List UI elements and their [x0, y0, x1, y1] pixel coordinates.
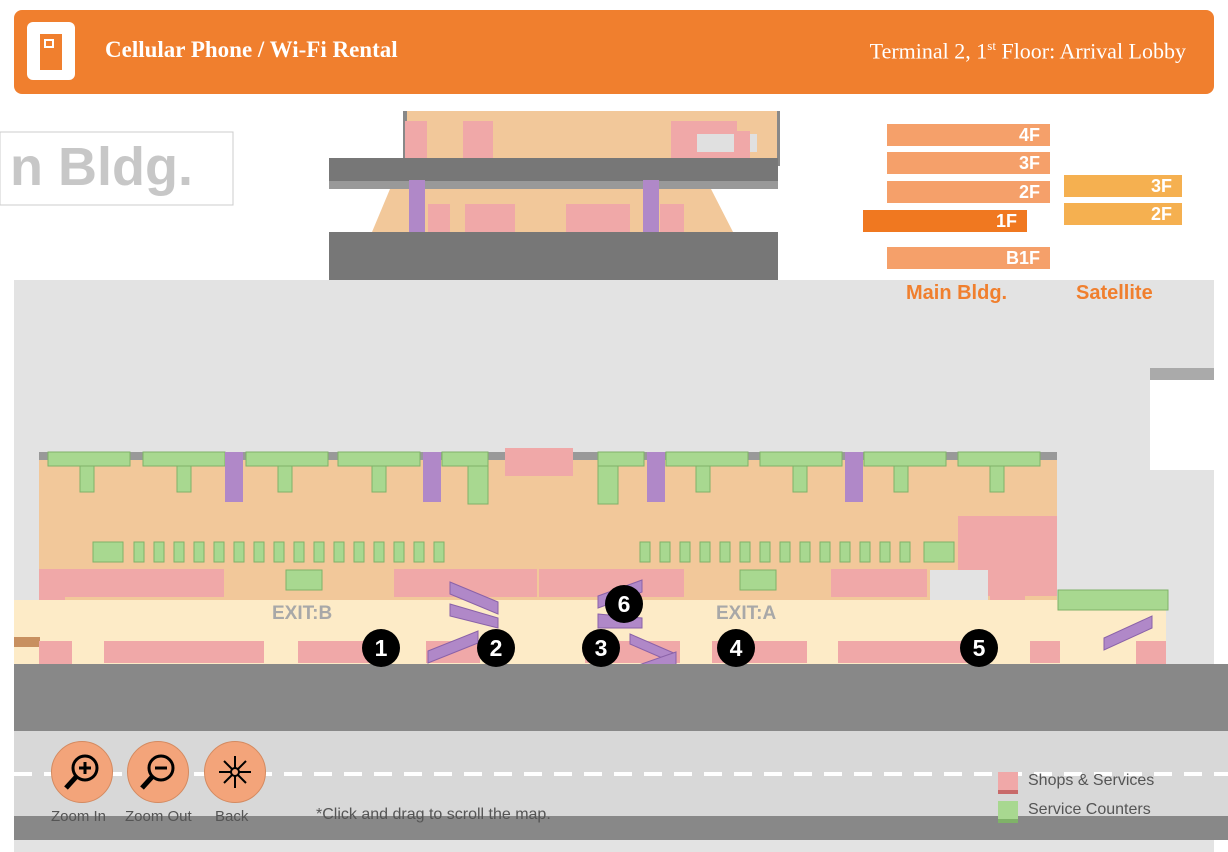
floor-button-satellite-3f[interactable]: 3F [1064, 175, 1182, 197]
exit-b-label: EXIT:B [272, 603, 333, 624]
location-title: Terminal 2, 1st Floor: Arrival Lobby [870, 38, 1186, 64]
exit-a-label: EXIT:A [716, 603, 777, 624]
floor-button-satellite-2f[interactable]: 2F [1064, 203, 1182, 225]
shops-legend-label: Shops & Services [1028, 772, 1155, 789]
satellite-label: Satellite [1076, 282, 1153, 304]
reset-view-icon [219, 756, 251, 788]
zoom-in-label: Zoom In [51, 808, 107, 825]
location-suffix: Floor: Arrival Lobby [995, 38, 1186, 64]
scroll-hint: *Click and drag to scroll the map. [316, 806, 551, 823]
floor-button-main-4f[interactable]: 4F [887, 124, 1050, 146]
floor-button-main-1f-active[interactable]: 1F [863, 210, 1027, 232]
back-label: Back [215, 808, 249, 825]
location-marker-6[interactable]: 6 [605, 585, 643, 623]
location-marker-4[interactable]: 4 [717, 629, 755, 667]
location-prefix: Terminal 2, 1 [869, 38, 988, 64]
zoom-out-icon [140, 754, 175, 790]
floor-button-main-b1f[interactable]: B1F [887, 247, 1050, 269]
rental-counter-icon [27, 22, 75, 80]
location-marker-2[interactable]: 2 [477, 629, 515, 667]
shops-legend-swatch [998, 772, 1018, 794]
location-marker-1[interactable]: 1 [362, 629, 400, 667]
page-title: Cellular Phone / Wi-Fi Rental [105, 37, 398, 62]
back-button[interactable] [204, 741, 266, 803]
map-canvas[interactable] [0, 96, 1228, 852]
floor-button-main-3f[interactable]: 3F [887, 152, 1050, 174]
zoom-in-button[interactable] [51, 741, 113, 803]
location-marker-3[interactable]: 3 [582, 629, 620, 667]
terminal-map[interactable]: n Bldg. 4F 3F 2F 1F B1F 3F 2F Main Bldg.… [0, 96, 1228, 852]
location-marker-5[interactable]: 5 [960, 629, 998, 667]
counters-legend-swatch [998, 801, 1018, 823]
building-watermark: n Bldg. [10, 137, 193, 197]
zoom-out-button[interactable] [127, 741, 189, 803]
zoom-in-icon [64, 754, 99, 790]
main-building-label: Main Bldg. [906, 282, 1008, 304]
zoom-out-label: Zoom Out [125, 808, 192, 825]
counters-legend-label: Service Counters [1028, 801, 1151, 818]
location-sup: st [987, 38, 996, 53]
header-bar: Cellular Phone / Wi-Fi Rental Terminal 2… [14, 10, 1214, 94]
floor-button-main-2f[interactable]: 2F [887, 181, 1050, 203]
